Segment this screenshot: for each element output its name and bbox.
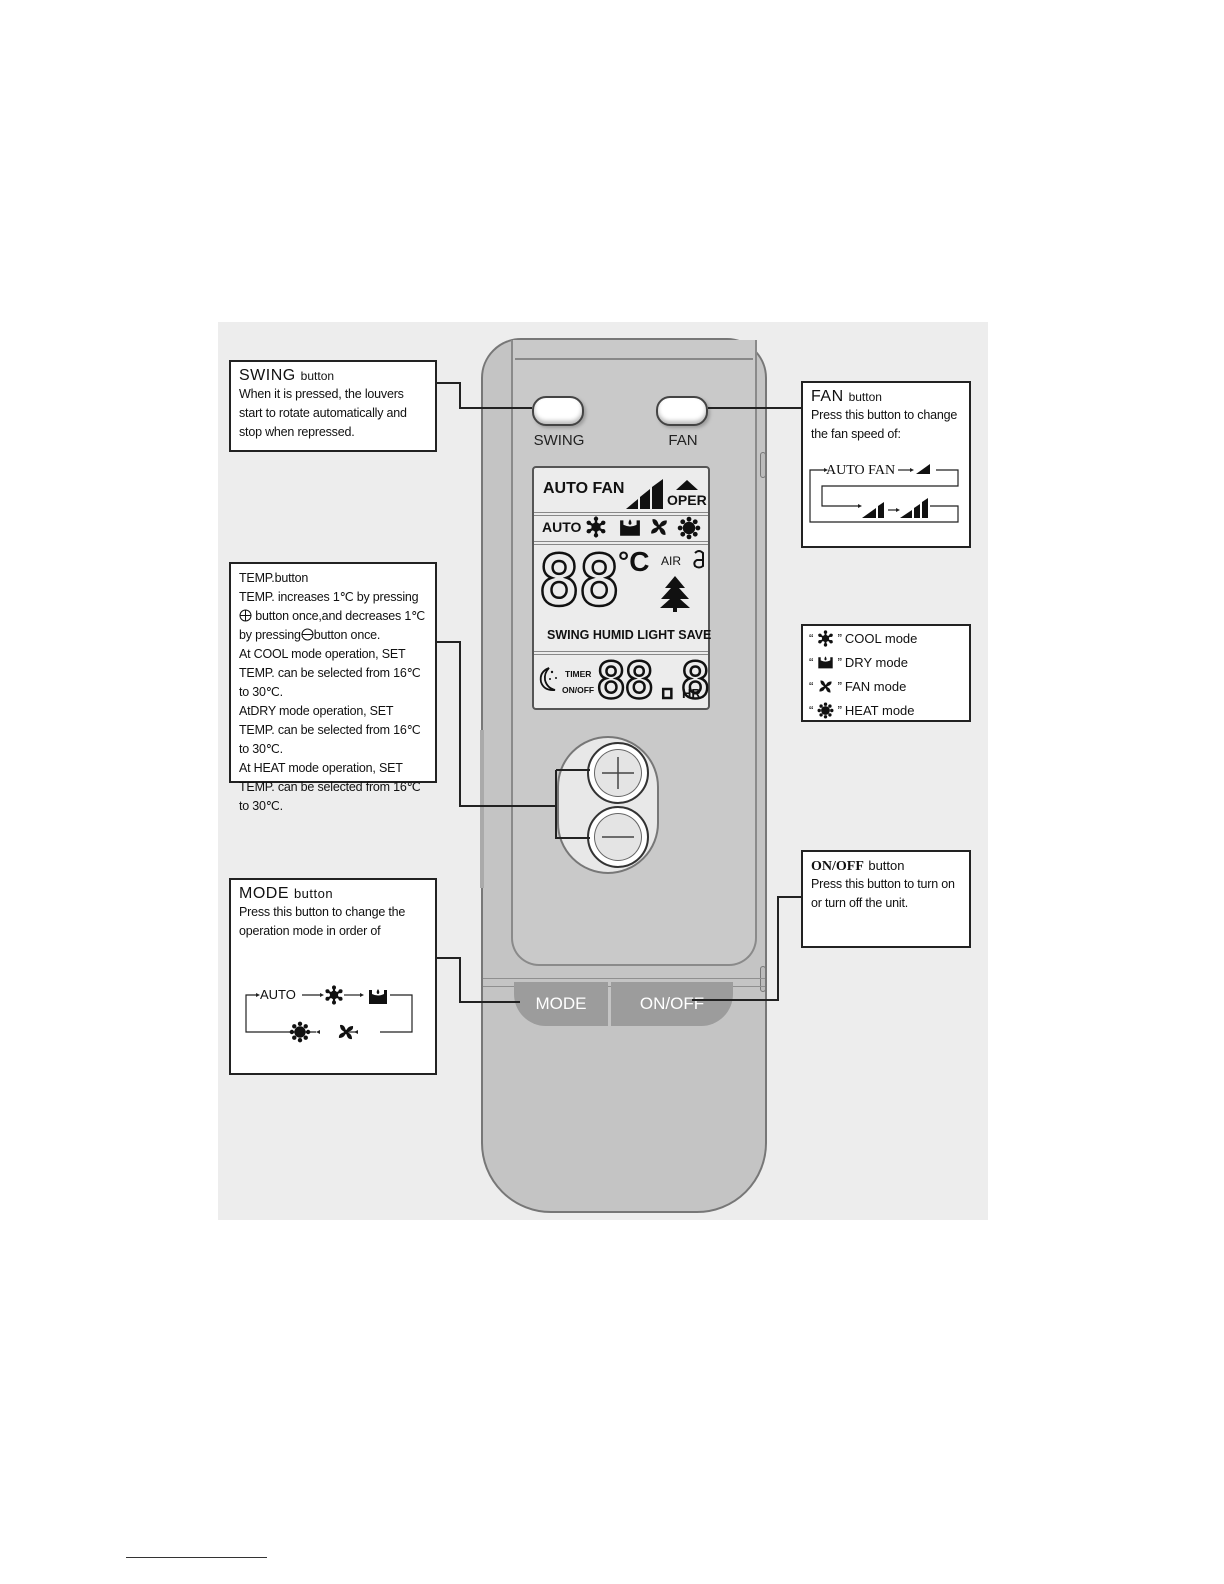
remote-side-seam xyxy=(480,730,484,888)
lcd-timer: TIMER xyxy=(565,669,592,679)
dry-basin-icon xyxy=(817,654,834,670)
legend-fan-label: FAN mode xyxy=(844,678,907,694)
lcd-separator-2 xyxy=(534,541,708,542)
mode-cycle-fan-icon xyxy=(336,1022,356,1042)
fan-button[interactable] xyxy=(656,396,708,426)
legend-cool-row: “ ”COOL mode xyxy=(809,630,918,647)
remote-side-nub-bottom xyxy=(760,966,766,992)
plus-icon xyxy=(602,757,634,789)
mode-callout-title-suffix: button xyxy=(293,886,334,901)
onoff-callout: ON/OFF button Press this button to turn … xyxy=(801,850,971,948)
lcd-fan-speed-icon xyxy=(626,479,663,509)
snowflake-icon xyxy=(817,630,834,647)
lcd-separator-3b xyxy=(534,654,708,655)
legend-cool-label: COOL mode xyxy=(844,630,918,646)
mode-cycle-auto: AUTO xyxy=(260,987,296,1002)
lcd-air: AIR xyxy=(661,554,682,568)
onoff-callout-title: ON/OFF xyxy=(811,859,864,874)
lcd-separator-1b xyxy=(534,515,708,516)
onoff-callout-title-suffix: button xyxy=(868,858,905,873)
mode-cycle-dry-basin-icon xyxy=(367,986,389,1006)
lcd-tree-icon xyxy=(660,576,690,612)
lcd-separator-3 xyxy=(534,651,708,652)
mode-cycle-snowflake-icon xyxy=(324,985,344,1005)
fan-button-label: FAN xyxy=(668,432,698,449)
lcd-auto-fan: AUTO FAN xyxy=(543,480,625,497)
legend-heat-label: HEAT mode xyxy=(844,702,915,718)
legend-dry-label: DRY mode xyxy=(844,654,909,670)
mode-callout-title: MODE xyxy=(239,885,289,902)
swing-button-label: SWING xyxy=(533,432,585,449)
plus-circle-icon xyxy=(239,609,252,622)
lcd-separator-1 xyxy=(534,512,708,513)
remote-side-nub-top xyxy=(760,452,766,478)
fan-callout-title: FAN xyxy=(811,388,844,405)
swing-callout-title-suffix: button xyxy=(300,369,335,383)
temp-callout-dry: AtDRY mode operation, SET TEMP. can be s… xyxy=(239,704,421,756)
lcd-timer-onoff: ON/OFF xyxy=(562,685,595,695)
sun-icon xyxy=(817,702,834,719)
mode-callout-text: Press this button to change the operatio… xyxy=(239,905,406,938)
legend-heat-row: “ ”HEAT mode xyxy=(809,702,915,719)
footnote-rule xyxy=(126,1557,267,1558)
fan-callout: FAN button Press this button to change t… xyxy=(801,381,971,548)
temp-callout-title: TEMP.button xyxy=(239,571,309,585)
lcd-celsius: °C xyxy=(618,546,650,577)
minus-circle-icon xyxy=(301,628,314,641)
lcd-timer-digits: 88.8 xyxy=(595,652,712,710)
temp-callout-cool: At COOL mode operation, SET TEMP. can be… xyxy=(239,647,421,699)
lcd-temperature-digits: 88 xyxy=(537,540,622,622)
onoff-callout-text: Press this button to turn on or turn off… xyxy=(811,877,955,910)
swing-callout-text: When it is pressed, the louvers start to… xyxy=(239,387,407,439)
temp-callout-line1a: TEMP. increases 1℃ by pressing xyxy=(239,590,419,604)
legend-fan-row: “ ”FAN mode xyxy=(809,678,907,695)
temp-callout-line1c-pre: by pressing xyxy=(239,628,301,642)
temp-callout-heat: At HEAT mode operation, SET TEMP. can be… xyxy=(239,761,421,813)
fan-cycle-auto-fan: AUTO FAN xyxy=(826,463,896,478)
minus-icon xyxy=(602,836,634,838)
mode-button[interactable]: MODE xyxy=(514,982,608,1026)
mode-callout: MODE button Press this button to change … xyxy=(229,878,437,1075)
lcd-sleep-moon-icon xyxy=(539,667,557,691)
lcd-separator-2b xyxy=(534,544,708,545)
lcd-mode-auto: AUTO xyxy=(542,519,582,535)
swing-callout: SWING button When it is pressed, the lou… xyxy=(229,360,437,452)
lcd-hr: HR. xyxy=(682,686,705,701)
lcd-oper: OPER xyxy=(667,492,707,508)
remote-top-edge xyxy=(515,358,753,360)
temp-callout: TEMP.button TEMP. increases 1℃ by pressi… xyxy=(229,562,437,813)
lcd-oper-arrow-icon xyxy=(676,480,698,490)
lcd-air-symbol-icon xyxy=(693,550,704,569)
fan-speed-cycle-diagram xyxy=(809,464,959,523)
legend-dry-row: “ ”DRY mode xyxy=(809,654,909,670)
temp-callout-line1c-post: button once. xyxy=(313,628,381,642)
onoff-button[interactable]: ON/OFF xyxy=(611,982,733,1026)
lcd-function-labels: SWING HUMID LIGHT SAVE xyxy=(547,628,712,642)
swing-callout-title: SWING xyxy=(239,367,296,384)
fan-callout-text: Press this button to change the fan spee… xyxy=(811,408,958,441)
remote-seam-line xyxy=(483,978,765,979)
mode-cycle-sun-icon xyxy=(289,1021,311,1043)
swing-button[interactable] xyxy=(532,396,584,426)
mode-legend-callout: “ ”COOL mode “ ”DRY mode “ ”FAN mode “ ”… xyxy=(801,624,971,722)
fan-callout-title-suffix: button xyxy=(848,390,882,404)
temp-callout-line1b: button once,and decreases 1℃ xyxy=(255,609,425,623)
fan-icon xyxy=(817,678,834,695)
